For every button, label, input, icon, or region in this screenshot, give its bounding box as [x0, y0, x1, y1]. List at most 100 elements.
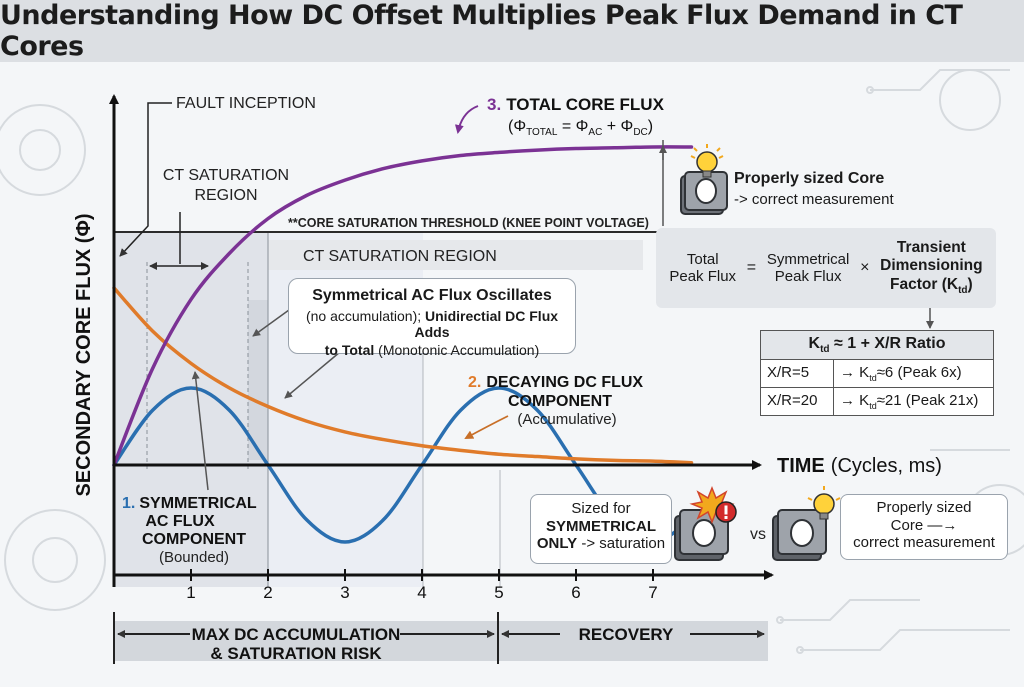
- core-top-sub: -> correct measurement: [734, 191, 894, 208]
- x-tick-label: 7: [648, 583, 657, 602]
- formula-sub: TOTAL: [526, 127, 558, 138]
- ac-flux-name: SYMMETRICAL: [139, 495, 257, 512]
- ktd-header-k: K: [808, 335, 821, 352]
- accumulation-callout: Symmetrical AC Flux Oscillates (no accum…: [288, 278, 576, 358]
- ktd-row-k: K: [859, 364, 870, 382]
- formula-factor-2: Dimensioning: [880, 257, 983, 275]
- x-tick-label: 5: [494, 583, 503, 602]
- phase-right-label: RECOVERY: [579, 625, 674, 644]
- title-bar: Understanding How DC Offset Multiplies P…: [0, 0, 1024, 62]
- x-axis-label-suffix: (Cycles, ms): [831, 455, 942, 477]
- page-title: Understanding How DC Offset Multiplies P…: [0, 0, 963, 62]
- total-flux-formula: (ΦTOTAL = ΦAC + ΦDC): [508, 118, 653, 138]
- x-tick-label: 3: [340, 583, 349, 602]
- ktd-table: Ktd ≈ 1 + X/R Ratio X/R=5 → Ktd≈6 (Peak …: [760, 330, 994, 417]
- ktd-row-ratio: X/R=5: [761, 360, 834, 388]
- dc-flux-curve: [112, 286, 694, 465]
- ac-flux-title-1: 1.SYMMETRICAL: [122, 495, 257, 512]
- formula-sub: AC: [588, 127, 602, 138]
- formula-equals: =: [746, 259, 757, 276]
- ktd-row: X/R=20 → Ktd≈21 (Peak 21x): [761, 388, 993, 416]
- ktd-row: X/R=5 → Ktd≈6 (Peak 6x): [761, 360, 993, 389]
- ktd-row-ratio: X/R=20: [761, 388, 834, 416]
- ktd-row-val: ≈6 (Peak 6x): [876, 364, 962, 382]
- ktd-header-sub: td: [820, 344, 830, 356]
- dc-flux-name: DECAYING DC FLUX: [486, 374, 643, 391]
- ktd-row-k: K: [859, 392, 870, 410]
- total-flux-curve: [112, 145, 694, 467]
- callout-line-1: Symmetrical AC Flux Oscillates: [312, 287, 552, 304]
- x-tick-label: 1: [186, 583, 195, 602]
- x-axis-label-main: TIME: [777, 455, 825, 477]
- ktd-table-header: Ktd ≈ 1 + X/R Ratio: [761, 331, 993, 361]
- warning-icon: [715, 501, 737, 523]
- ac-flux-title-2: AC FLUX: [145, 513, 215, 530]
- total-flux-number: 3.: [487, 95, 501, 114]
- ktd-row-value: → Ktd≈21 (Peak 21x): [834, 388, 978, 415]
- ktd-row-value: → Ktd≈6 (Peak 6x): [834, 360, 962, 387]
- threshold-label: **CORE SATURATION THRESHOLD (KNEE POINT …: [288, 216, 649, 230]
- flux-curves: [112, 145, 694, 544]
- ktd-row-arrow: →: [840, 392, 855, 410]
- phase-left-label-2: & SATURATION RISK: [210, 644, 382, 663]
- properly-sized-box: Properly sized Core —→ correct measureme…: [840, 494, 1008, 560]
- total-flux-title: 3. TOTAL CORE FLUX: [487, 95, 665, 114]
- formula-factor: Transient Dimensioning Factor (Ktd): [880, 239, 982, 297]
- x-tick-label: 2: [263, 583, 272, 602]
- sized-sym-line-3a: ONLY: [536, 535, 578, 553]
- phase-band: [114, 621, 768, 661]
- fault-inception-pointer: [119, 102, 172, 257]
- callout-line-2b: Unidirectial DC Flux Adds: [414, 308, 559, 340]
- ktd-row-sub: td: [869, 401, 877, 412]
- callout-line-3b: (Monotonic Accumulation): [374, 342, 540, 358]
- x-axis-label: TIME (Cycles, ms): [777, 455, 942, 477]
- callout-line-2a: (no accumulation);: [305, 308, 426, 324]
- ct-saturation-band: [268, 240, 643, 270]
- callout-shade: [248, 300, 268, 460]
- ct-core-saturated-icon: [674, 509, 729, 561]
- formula-total: Total Peak Flux: [669, 250, 737, 285]
- callout-pointer-2: [284, 351, 341, 399]
- sized-sym-line-2: SYMMETRICAL: [546, 517, 656, 535]
- formula-factor-sub: td: [958, 285, 968, 297]
- core-top-title: Properly sized Core: [734, 170, 885, 187]
- formula-factor-end: ): [967, 276, 973, 294]
- dc-flux-number: 2.: [468, 374, 481, 391]
- dc-flux-title-2: COMPONENT: [508, 393, 612, 410]
- callout-line-2: (no accumulation); Unidirectial DC Flux …: [289, 308, 575, 340]
- ktd-row-val: ≈21 (Peak 21x): [876, 392, 979, 410]
- dc-flux-sub: (Accumulative): [517, 411, 616, 428]
- ac-flux-title-3: COMPONENT: [142, 531, 246, 548]
- vs-label: vs: [750, 526, 766, 543]
- total-flux-name: TOTAL CORE FLUX: [506, 95, 664, 114]
- ct-saturation-top-label-2: REGION: [194, 187, 257, 204]
- proper-line-1: Properly sized: [876, 499, 972, 516]
- formula-part: ): [648, 118, 653, 135]
- formula-sub: DC: [633, 127, 647, 138]
- formula-factor-1: Transient: [896, 238, 966, 256]
- formula-factor-3: Factor (Ktd): [880, 276, 982, 297]
- formula-times: ×: [860, 259, 870, 276]
- sized-sym-line-3: ONLY -> saturation: [531, 535, 671, 553]
- ktd-header-rest: ≈ 1 + X/R Ratio: [829, 335, 946, 352]
- formula-symmetrical: Symmetrical Peak Flux: [766, 250, 850, 285]
- proper-line-2: Core —→: [890, 516, 958, 534]
- ktd-row-arrow: →: [840, 364, 855, 382]
- max-accumulation-shade: [114, 232, 268, 587]
- formula-part: + Φ: [602, 118, 633, 135]
- ac-flux-pointer: [191, 371, 209, 491]
- ct-saturation-region-label: CT SATURATION REGION: [303, 248, 497, 265]
- dc-flux-pointer: [464, 415, 509, 439]
- ktd-row-sub: td: [869, 373, 877, 384]
- proper-line-3: correct measurement: [853, 534, 995, 552]
- ct-core-icon: [680, 171, 728, 215]
- formula-part: (Φ: [508, 118, 526, 135]
- total-flux-pointer: [454, 105, 479, 134]
- formula-factor-3a: Factor (K: [890, 276, 959, 294]
- lightbulb-icon: [690, 144, 724, 178]
- ac-flux-sub: (Bounded): [159, 549, 229, 566]
- fault-inception-label: FAULT INCEPTION: [176, 95, 316, 112]
- sized-symmetrical-box: Sized for SYMMETRICAL ONLY -> saturation: [530, 494, 672, 564]
